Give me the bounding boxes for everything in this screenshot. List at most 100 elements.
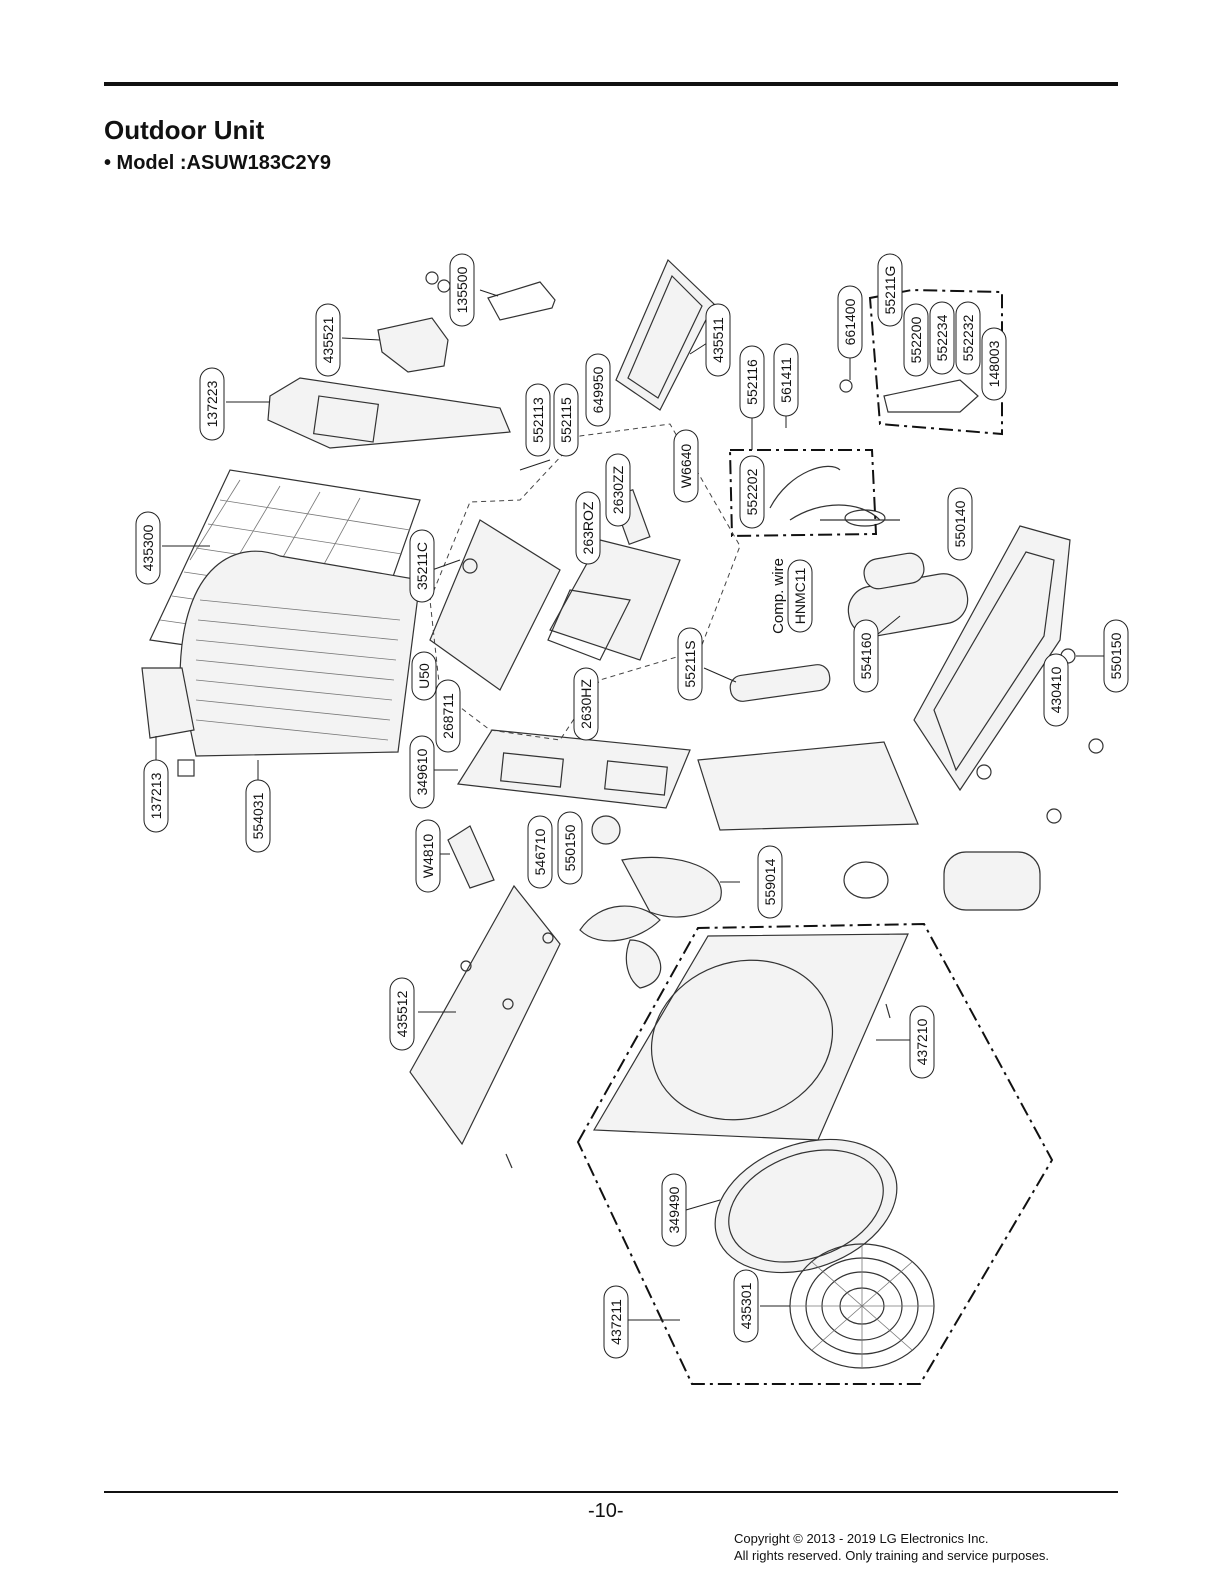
side-grille — [141, 667, 195, 739]
part-number: 661400 — [842, 298, 858, 345]
side-panel — [409, 884, 561, 1146]
part-number: 550140 — [952, 500, 968, 547]
part-callout: 552113 — [525, 383, 551, 457]
part-callout: W4810 — [415, 819, 441, 893]
screw-hole — [460, 960, 472, 972]
bracket — [447, 825, 495, 889]
part-number: 349490 — [666, 1186, 682, 1233]
part-number: 554031 — [250, 792, 266, 839]
part-callout: 437210 — [909, 1005, 935, 1079]
rubber-mount — [1046, 808, 1062, 824]
control-box — [549, 539, 681, 661]
part-callout: 550150 — [557, 811, 583, 885]
front-panel-opening — [650, 959, 834, 1121]
part-callout: 550150 — [1103, 619, 1129, 693]
part-number: U50 — [416, 663, 432, 689]
part-callout: 435521 — [315, 303, 341, 377]
part-number: 546710 — [532, 828, 548, 875]
part-number: 552115 — [558, 397, 574, 443]
part-callout: 561411 — [773, 343, 799, 417]
top-cover-window — [312, 395, 380, 443]
part-number: 137223 — [204, 380, 220, 427]
leader-lines — [155, 289, 1112, 1321]
part-number: 554160 — [858, 632, 874, 679]
part-callout: 35211C — [409, 529, 435, 603]
part-number: 559014 — [762, 858, 778, 905]
part-callout: W6640 — [673, 429, 699, 503]
part-number: W6640 — [678, 444, 694, 489]
part-number: 55211S — [682, 640, 698, 687]
service-valves — [883, 379, 979, 413]
front-assembly-outline — [576, 922, 1054, 1385]
part-callout: 546710 — [527, 815, 553, 889]
muffler — [844, 509, 886, 527]
bottom-rule — [104, 1491, 1118, 1493]
page-number: -10- — [588, 1500, 624, 1522]
clip — [177, 759, 195, 777]
main-pcb — [429, 519, 561, 691]
part-number: W4810 — [420, 834, 436, 879]
part-number: 430410 — [1048, 666, 1064, 713]
top-rule — [104, 82, 1118, 86]
part-number: 550150 — [1108, 632, 1124, 679]
model-subtitle: • Model :ASUW183C2Y9 — [104, 152, 332, 174]
part-callout: U50 — [411, 651, 437, 701]
accumulator — [863, 552, 925, 590]
part-number: 552232 — [960, 314, 976, 361]
part-callout: 552202 — [739, 455, 765, 529]
fan-motor — [591, 815, 621, 845]
control-box-front — [547, 589, 631, 661]
part-number: 349610 — [414, 748, 430, 795]
part-number: 561411 — [778, 357, 794, 403]
part-number: 135500 — [454, 266, 470, 313]
part-number: 552202 — [744, 468, 760, 515]
valve-group-outline — [868, 288, 1003, 436]
part-number: 35211C — [414, 542, 430, 590]
part-callout: 55211S — [677, 627, 703, 701]
part-callout: 137223 — [199, 367, 225, 441]
part-callout: 263ROZ — [575, 491, 601, 565]
sound-jacket — [943, 851, 1041, 911]
heat-exchanger-coil — [179, 550, 421, 757]
part-callout: 435300 — [135, 511, 161, 585]
part-number: 148003 — [986, 340, 1002, 387]
page-title: Outdoor Unit — [104, 115, 265, 145]
part-callout: 552116 — [739, 345, 765, 419]
part-callouts: 135500 435521 137223 552113 552115 64995… — [135, 253, 1129, 1359]
part-callout: 661400 — [837, 285, 863, 359]
fan-blade — [625, 939, 662, 989]
part-callout: 349610 — [409, 735, 435, 809]
rights-line: All rights reserved. Only training and s… — [734, 1548, 1050, 1563]
top-cover — [267, 377, 511, 449]
part-number: 263ROZ — [580, 501, 596, 554]
part-callout: 554160 — [853, 619, 879, 693]
part-callout: 554031 — [245, 779, 271, 853]
part-callout: 552200 — [903, 303, 929, 377]
barrier-panel — [697, 741, 919, 831]
motor-mount — [456, 729, 691, 809]
part-number: 552234 — [934, 314, 950, 361]
copyright-notice: Copyright © 2013 - 2019 LG Electronics I… — [734, 1530, 1049, 1564]
part-number: 268711 — [440, 693, 456, 739]
part-callout: 135500 — [449, 253, 475, 327]
control-box-lid — [615, 258, 715, 411]
rubber-mount — [1088, 738, 1104, 754]
part-callout: 435511 — [705, 303, 731, 377]
motor-mount-slot — [500, 752, 564, 788]
part-callout: 430410 — [1043, 653, 1069, 727]
piping-group-outline — [728, 449, 878, 538]
fan-blade — [621, 856, 722, 918]
part-callout: 349490 — [661, 1173, 687, 1247]
part-number: 435521 — [320, 316, 336, 363]
screw — [437, 279, 451, 293]
part-number: 552116 — [744, 359, 760, 405]
front-panel — [592, 933, 909, 1141]
fan-blade — [579, 905, 661, 942]
valve-cap — [839, 379, 853, 393]
comp-wire-label: Comp. wire — [770, 558, 787, 634]
part-number: 435301 — [738, 1282, 754, 1329]
part-callout: 148003 — [981, 327, 1007, 401]
part-number: 435512 — [394, 990, 410, 1037]
control-group-outline — [429, 423, 741, 741]
